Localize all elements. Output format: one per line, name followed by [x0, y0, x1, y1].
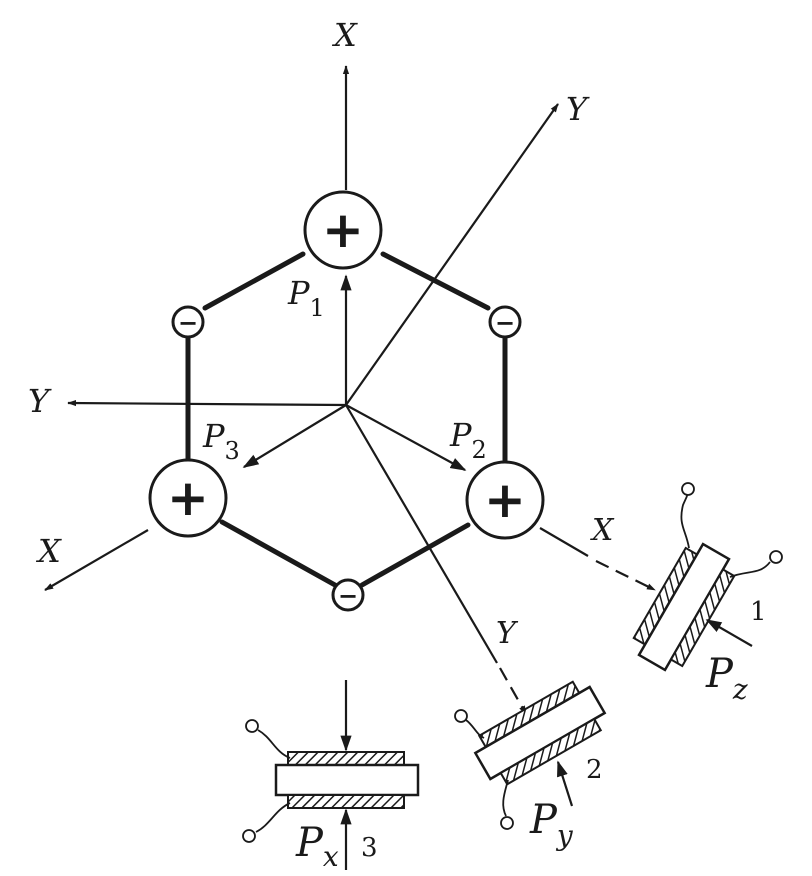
sensor-3-wire-lower: [255, 802, 291, 833]
bond-top-right: [380, 251, 491, 311]
sensor-1-terminal-upper: [681, 482, 695, 496]
y-axis-left: [67, 399, 347, 407]
sensor-3-wire-upper: [257, 729, 291, 759]
silicon-ion-right: +: [465, 460, 545, 540]
sensor-3-number: 3: [361, 833, 378, 863]
sensor-1-number: 1: [750, 597, 767, 627]
sensor-2-terminal-upper: [454, 709, 468, 723]
sensor-3-crystal: [274, 763, 420, 797]
sensor-2-wire-lower: [502, 779, 509, 817]
positive-sign: +: [167, 469, 209, 527]
negative-sign: −: [178, 309, 198, 337]
sensor-2-force-label: Py: [529, 797, 574, 852]
force-label-p3: P3: [202, 417, 240, 465]
axis-label-y-left: Y: [28, 382, 52, 420]
pz-force-arrow: [705, 619, 753, 647]
bond-top-left: [202, 251, 306, 311]
x-axis-lower-left: [44, 529, 149, 591]
axis-label-y-lower: Y: [496, 616, 519, 651]
y-axis-lower-dashed: [499, 667, 527, 715]
sensor-2-wire-upper: [465, 719, 485, 739]
negative-sign: −: [495, 309, 515, 337]
sensor-3: 3 Px: [242, 680, 420, 873]
sensor-1-wire-upper: [680, 491, 690, 549]
sensor-3-force-label: Px: [295, 820, 339, 873]
sensor-2-terminal-lower: [500, 816, 514, 830]
y-axis-upper-right: [345, 103, 559, 406]
bond-bottom-right: [359, 522, 471, 588]
sensor-3-terminal-upper: [245, 719, 259, 733]
negative-sign: −: [338, 582, 358, 610]
silicon-ion-top: +: [303, 190, 383, 270]
sensor-3-electrode-bottom: [287, 794, 405, 809]
py-force-arrow: [556, 760, 574, 807]
axis-label-y-upper-right: Y: [566, 90, 590, 128]
x-axis-right-dashed: [595, 560, 656, 591]
oxygen-ion-bottom: −: [331, 578, 365, 612]
silicon-ion-left: +: [148, 458, 228, 538]
positive-sign: +: [484, 471, 526, 529]
axis-label-x-right: X: [590, 513, 615, 548]
bond-bottom-left: [219, 519, 338, 588]
force-label-p2: P2: [449, 416, 487, 464]
sensor-2: 2 Py: [454, 680, 607, 852]
lattice-bonds: [185, 251, 508, 588]
axis-label-x-top: X: [331, 16, 358, 54]
sensor-3-terminal-lower: [242, 829, 256, 843]
oxygen-ion-left: −: [171, 305, 205, 339]
force-vectors: [242, 274, 467, 471]
p3-vector: [242, 404, 347, 468]
force-label-p1: P1: [287, 274, 325, 322]
sensor-3-electrode-top: [287, 751, 405, 766]
sensor-1: 1 Pz: [632, 482, 783, 706]
sensor-1-terminal-lower: [769, 550, 783, 564]
sensor-1-wire-lower: [729, 561, 771, 578]
axes: [44, 65, 656, 715]
sensor-1-force-label: Pz: [705, 651, 748, 706]
oxygen-ion-right: −: [488, 305, 522, 339]
sensor-2-electrode-bottom: [499, 717, 603, 786]
positive-sign: +: [322, 201, 364, 259]
y-axis-lower: [345, 404, 498, 664]
sensor-2-number: 2: [586, 755, 603, 785]
p2-vector: [345, 404, 467, 471]
x-axis-right: [539, 527, 589, 557]
axis-label-x-lower-left: X: [35, 532, 62, 570]
